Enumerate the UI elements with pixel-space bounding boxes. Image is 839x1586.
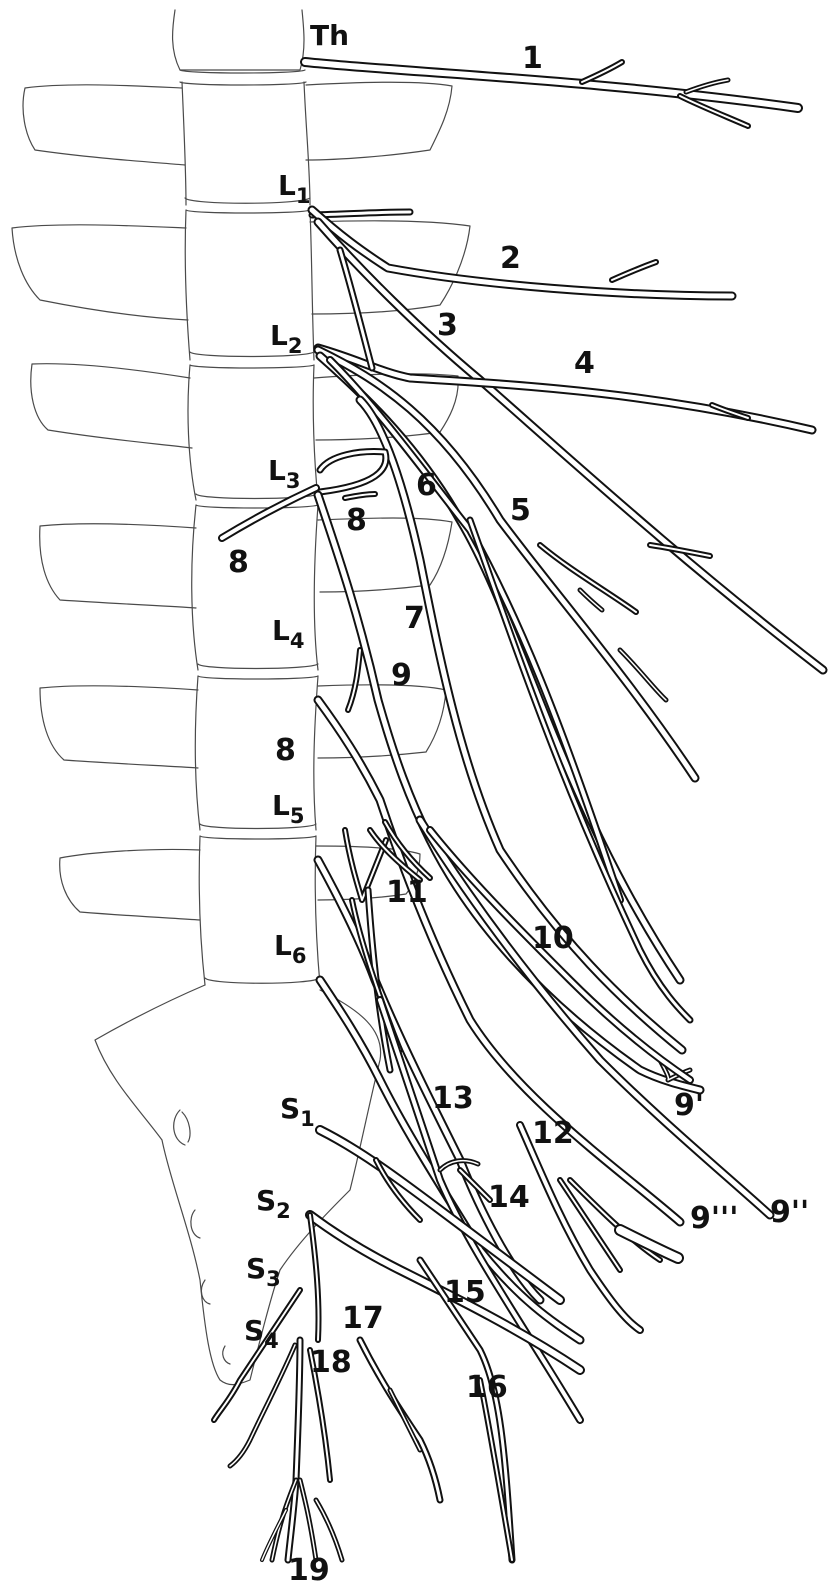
label-s1: S1 (280, 1092, 315, 1131)
label-nerve-3: 3 (437, 308, 458, 343)
label-nerve-1: 1 (522, 41, 543, 76)
sacral-foramen-1 (174, 1110, 190, 1145)
label-nerve-10: 10 (532, 921, 574, 956)
label-nerve-9-triple-prime: 9''' (690, 1201, 738, 1236)
label-nerve-8-left: 8 (228, 545, 249, 580)
nerve-branches (214, 62, 823, 1560)
nerve-8-left (222, 488, 316, 538)
transverse-process-l4 (40, 524, 196, 608)
nerve-19-mid (300, 1480, 316, 1560)
nerve-19-right (316, 1500, 342, 1560)
nerve-s2-link (310, 1215, 319, 1340)
transverse-process-l3 (31, 364, 192, 448)
label-nerve-8-upper: 8 (346, 503, 367, 538)
nerve-s4-trunk (230, 1345, 295, 1466)
label-th: Th (310, 19, 349, 52)
transverse-process-l1-right (306, 82, 452, 160)
label-s3: S3 (246, 1252, 281, 1291)
nerve-s1-trunk (320, 1130, 560, 1300)
label-nerve-8-lower: 8 (275, 733, 296, 768)
transverse-process-l1 (23, 85, 185, 165)
label-l2: L2 (270, 319, 302, 358)
nerve-1-branch (305, 62, 798, 108)
thoracic-vertebra (173, 10, 304, 70)
nerve-5-twig-a (540, 545, 636, 612)
label-nerve-11: 11 (386, 875, 428, 910)
nerve-17-branch (360, 1340, 440, 1500)
label-s2: S2 (256, 1184, 291, 1223)
label-nerve-6: 6 (416, 468, 437, 503)
nerve-2-twig (612, 262, 656, 280)
nerve-18-branch (288, 1340, 300, 1560)
sacral-foramen-2 (191, 1210, 200, 1238)
nerve-5-twig-b (580, 590, 602, 610)
label-nerve-19: 19 (288, 1553, 330, 1586)
nerve-1-twig-a (582, 62, 622, 82)
nerve-17-twig (390, 1390, 420, 1450)
label-nerve-14: 14 (488, 1180, 530, 1215)
transverse-process-l6 (60, 849, 200, 920)
label-l4: L4 (272, 614, 304, 653)
label-nerve-15: 15 (444, 1275, 486, 1310)
sacral-foramen-4 (223, 1346, 230, 1364)
sacrum (95, 985, 381, 1385)
label-nerve-9-prime: 9' (674, 1088, 704, 1123)
label-l6: L6 (274, 929, 306, 968)
nerve-1-twig-c (686, 80, 728, 92)
label-nerve-2: 2 (500, 241, 521, 276)
nerve-6-branch-b (330, 360, 620, 900)
transverse-process-l5 (40, 686, 198, 768)
nerve-s3-trunk (214, 1290, 300, 1420)
label-nerve-18: 18 (310, 1345, 352, 1380)
label-nerve-9: 9 (391, 658, 412, 693)
label-nerve-17: 17 (342, 1301, 384, 1336)
nerve-9-link (348, 650, 360, 710)
label-l5: L5 (272, 789, 304, 828)
label-nerve-5: 5 (510, 493, 531, 528)
label-nerve-16: 16 (466, 1370, 508, 1405)
label-nerve-9-double-prime: 9'' (770, 1195, 809, 1230)
label-nerve-13: 13 (432, 1081, 474, 1116)
label-nerve-7: 7 (404, 601, 425, 636)
transverse-process-l2 (12, 225, 188, 320)
label-nerve-4: 4 (574, 346, 595, 381)
nerve-8-upper-stub (345, 494, 375, 498)
nerve-2-short (312, 212, 410, 215)
label-l3: L3 (268, 454, 300, 493)
nerve-8-loop (320, 452, 386, 492)
nerve-5-twig-c (620, 650, 666, 700)
label-nerve-12: 12 (532, 1116, 574, 1151)
